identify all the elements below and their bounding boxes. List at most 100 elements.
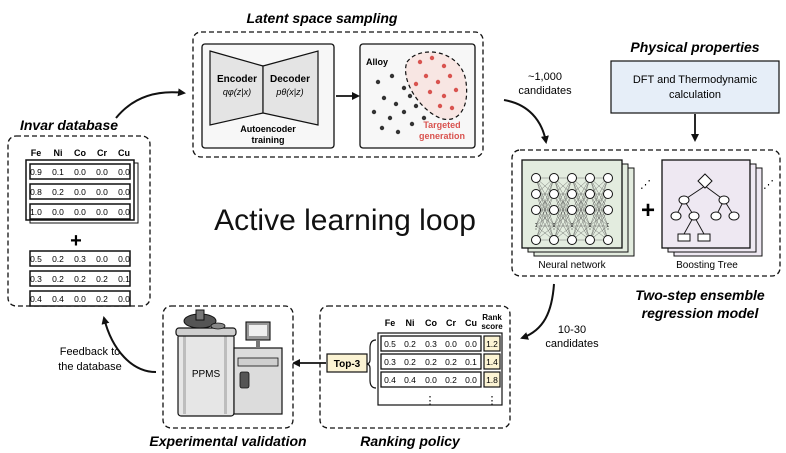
bt-ellipsis: ⋰ — [763, 179, 774, 191]
invar-col-header: Fe — [31, 148, 42, 158]
invar-bottom-row — [29, 250, 131, 267]
candidates-10-30-label: candidates — [545, 338, 599, 350]
invar-bottom-cell: 0.4 — [52, 294, 64, 304]
rank-score-ellipsis: ⋮ — [487, 395, 498, 407]
invar-top-cell: 0.0 — [96, 167, 108, 177]
invar-bottom-cell: 0.0 — [118, 254, 130, 264]
ranking-cell: 0.3 — [425, 339, 437, 349]
rank-ellipsis: ⋮ — [425, 395, 436, 407]
rank-score-badge — [483, 353, 501, 370]
nn-node — [567, 205, 577, 215]
invar-bottom-cell: 0.5 — [30, 254, 42, 264]
alloy-points — [371, 73, 427, 135]
ranking-policy-title: Ranking policy — [360, 433, 461, 449]
ranking-cell: 0.2 — [445, 375, 457, 385]
alloy-point — [413, 103, 419, 109]
targeted-point — [423, 73, 429, 79]
invar-top-cell: 0.8 — [30, 187, 42, 197]
nn-ellipsis: ⋰ — [640, 179, 651, 191]
rank-score-value: 1.4 — [486, 357, 498, 367]
tree-node — [718, 195, 730, 205]
targeted-point — [427, 89, 433, 95]
invar-top-cell: 0.0 — [118, 167, 130, 177]
tree-node — [670, 211, 682, 221]
nn-vertical-ellipsis: ⋮ — [532, 222, 540, 231]
regression-plus: + — [641, 197, 655, 224]
targeted-point — [437, 103, 443, 109]
experimental-validation-title: Experimental validation — [149, 433, 306, 449]
ranking-cell: 0.4 — [384, 375, 396, 385]
autoencoder-label: Autoencoder — [240, 124, 296, 134]
invar-top-cell: 0.0 — [74, 187, 86, 197]
nn-node — [603, 189, 613, 199]
invar-top-cell: 0.0 — [74, 167, 86, 177]
nn-node — [585, 189, 595, 199]
ppms-device-graphic: PPMS — [175, 309, 283, 417]
invar-bottom-cell: 0.0 — [74, 294, 86, 304]
invar-bottom-cell: 0.4 — [30, 294, 42, 304]
targeted-point — [441, 63, 447, 69]
ranking-col-header: Cr — [446, 318, 456, 328]
alloy-point — [401, 109, 407, 115]
alloy-point — [375, 79, 381, 85]
targeted-point — [447, 73, 453, 79]
nn-node — [531, 235, 541, 245]
ranking-cell: 0.1 — [465, 357, 477, 367]
latent-space-panel: Latent space sampling Encoder qφ(z|x) De… — [192, 10, 484, 158]
alloy-label: Alloy — [366, 57, 388, 67]
feedback-label-line1: Feedback to — [60, 346, 121, 358]
invar-bottom-row — [29, 290, 131, 307]
regression-panel: ⋰ ⋮⋮⋮⋮⋮ Neural network + ⋰ Boosting Tree — [511, 149, 781, 277]
alloy-point — [379, 125, 385, 131]
diagram-title: Active learning loop — [214, 204, 476, 237]
ranking-cell: 0.0 — [445, 339, 457, 349]
targeted-point — [413, 81, 419, 87]
invar-col-header: Co — [74, 148, 86, 158]
alloy-point — [395, 129, 401, 135]
tree-leaf — [697, 233, 711, 242]
ranking-cell: 0.0 — [465, 375, 477, 385]
targeted-point — [449, 105, 455, 111]
candidates-10-30-count: 10-30 — [558, 324, 586, 336]
invar-top-row — [29, 183, 131, 200]
alloy-point — [393, 101, 399, 107]
nn-node — [549, 173, 559, 183]
experimental-panel: Experimental validation PPMS — [149, 305, 307, 449]
nn-node — [603, 173, 613, 183]
invar-header-row: Fe Ni Co Cr Cu — [31, 148, 130, 158]
candidates-1000-label: candidates — [518, 85, 572, 97]
nn-node — [567, 235, 577, 245]
nn-vertical-ellipsis: ⋮ — [550, 222, 558, 231]
nn-node — [549, 189, 559, 199]
ranking-row — [380, 353, 482, 370]
autoencoder-training-label: training — [252, 135, 285, 145]
nn-vertical-ellipsis: ⋮ — [568, 222, 576, 231]
nn-node — [603, 235, 613, 245]
regression-to-ranking-arrow — [520, 283, 555, 340]
alloy-point — [409, 121, 415, 127]
targeted-point — [453, 87, 459, 93]
ranking-row — [380, 335, 482, 352]
regression-title-line2: regression model — [642, 305, 760, 321]
decoder-label: Decoder — [270, 74, 310, 85]
ranking-cell: 0.3 — [384, 357, 396, 367]
invar-col-header: Cu — [118, 148, 130, 158]
latent-space-title: Latent space sampling — [247, 10, 398, 26]
invar-top-cell: 1.0 — [30, 207, 42, 217]
ranking-cell: 0.2 — [445, 357, 457, 367]
nn-node — [585, 173, 595, 183]
boosting-tree-label: Boosting Tree — [676, 260, 738, 271]
targeted-point — [441, 93, 447, 99]
rank-header: Rank — [482, 313, 502, 322]
ranking-col-header: Fe — [385, 318, 396, 328]
latent-to-regression-arrow — [503, 99, 549, 144]
dft-box — [610, 60, 780, 114]
invar-bottom-cell: 0.2 — [96, 294, 108, 304]
alloy-point — [381, 95, 387, 101]
decoder-formula: pθ(x|z) — [275, 87, 303, 97]
invar-bottom-cell: 0.1 — [118, 274, 130, 284]
ranking-col-header: Co — [425, 318, 437, 328]
alloy-point — [371, 109, 377, 115]
neural-network-label: Neural network — [538, 260, 606, 271]
